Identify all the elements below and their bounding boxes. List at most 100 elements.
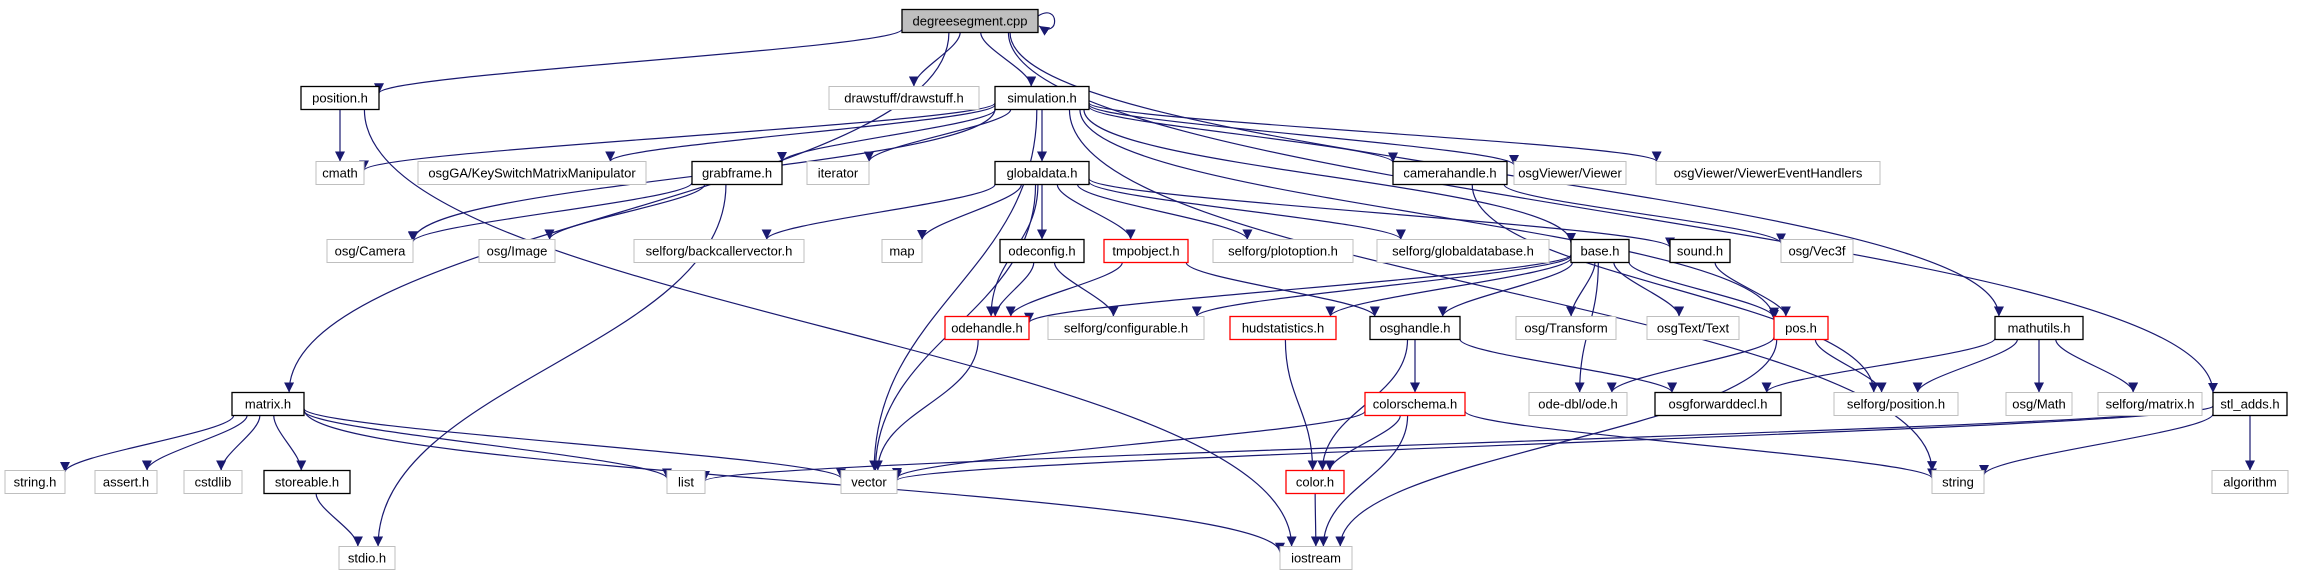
node-box <box>633 239 805 263</box>
node-mathutils-h[interactable]: mathutils.h <box>1994 315 2084 341</box>
node-box <box>944 315 1030 341</box>
node-label: string <box>1942 475 1974 490</box>
node-box <box>1528 392 1628 416</box>
node-camerahandle-h[interactable]: camerahandle.h <box>1392 160 1508 186</box>
node-label: selforg/position.h <box>1847 397 1945 412</box>
node-stl-adds-h[interactable]: stl_adds.h <box>2212 391 2288 417</box>
edge-base_h-to-odehandle_h <box>1024 254 1572 324</box>
node-hudstatistics-h[interactable]: hudstatistics.h <box>1229 315 1337 341</box>
node-box <box>1780 239 1854 263</box>
edge-matrix_h-to-list <box>303 410 672 479</box>
edge-simulation_h-to-cmath <box>359 102 996 171</box>
node-osg-Transform: osg/Transform <box>1515 316 1617 340</box>
edge-grabframe_h-to-osg_Camera <box>408 182 693 243</box>
node-pos-h[interactable]: pos.h <box>1773 315 1829 341</box>
node-label: osg/Transform <box>1524 321 1607 336</box>
node-map: map <box>881 239 923 263</box>
node-box <box>2097 392 2203 416</box>
edge-mathutils_h-to-selforg_matrix <box>2055 339 2139 393</box>
node-odeconfig-h[interactable]: odeconfig.h <box>999 238 1085 264</box>
node-box <box>1376 239 1550 263</box>
node-box <box>338 546 396 570</box>
node-simulation-h[interactable]: simulation.h <box>994 85 1090 111</box>
node-label: color.h <box>1296 475 1334 490</box>
node-storeable-h[interactable]: storeable.h <box>263 469 351 495</box>
node-label: mathutils.h <box>2008 321 2071 336</box>
node-cmath: cmath <box>315 161 365 185</box>
edge-simulation_h-to-base_h <box>1083 109 1576 244</box>
node-odehandle-h[interactable]: odehandle.h <box>944 315 1030 341</box>
edge-camerahandle_h-to-selforg_position <box>1471 184 1879 393</box>
node-box <box>691 160 783 186</box>
node-label: grabframe.h <box>702 166 772 181</box>
edge-odeconfig_h-to-odehandle_h <box>990 262 1035 317</box>
node-label: osgforwarddecl.h <box>1669 397 1768 412</box>
node-sound-h[interactable]: sound.h <box>1669 238 1731 264</box>
node-iostream: iostream <box>1279 546 1353 570</box>
node-matrix-h[interactable]: matrix.h <box>231 391 305 417</box>
node-grabframe-h[interactable]: grabframe.h <box>691 160 783 186</box>
node-globaldata-h[interactable]: globaldata.h <box>994 160 1090 186</box>
node-osgViewer-VEH: osgViewer/ViewerEventHandlers <box>1655 161 1881 185</box>
node-box <box>994 85 1090 111</box>
node-box <box>1646 316 1740 340</box>
node-label: hudstatistics.h <box>1242 321 1324 336</box>
node-label: simulation.h <box>1007 91 1076 106</box>
node-box <box>2005 392 2073 416</box>
node-label: vector <box>851 475 887 490</box>
node-box <box>315 161 365 185</box>
edge-matrix_h-to-storeable_h <box>273 415 307 471</box>
node-label: map <box>889 244 914 259</box>
node-stdio-h: stdio.h <box>338 546 396 570</box>
node-box <box>1279 546 1353 570</box>
edge-simulation_h-to-camerahandle_h <box>1088 106 1398 164</box>
node-box <box>1513 161 1627 185</box>
node-backcaller: selforg/backcallervector.h <box>633 239 805 263</box>
node-label: tmpobject.h <box>1112 244 1179 259</box>
edge-globaldata_h-to-plotoption <box>1076 184 1253 240</box>
edge-degreesegment-to-position_h <box>374 28 903 94</box>
node-box <box>478 239 556 263</box>
edge-matrix_h-to-cstdlib <box>216 415 261 471</box>
edge-simulation_h-to-osgViewer_Viewer <box>1088 104 1519 166</box>
node-tmpobject-h[interactable]: tmpobject.h <box>1103 238 1189 264</box>
node-label: osgText/Text <box>1657 321 1730 336</box>
node-box <box>1392 160 1508 186</box>
edge-stl_adds_h-to-vector <box>892 405 2214 481</box>
node-box <box>183 470 243 494</box>
edge-globaldata_h-to-map <box>917 184 1022 241</box>
node-osghandle-h[interactable]: osghandle.h <box>1369 315 1461 341</box>
node-box <box>326 239 414 263</box>
node-colorschema-h[interactable]: colorschema.h <box>1364 391 1466 417</box>
edge-globaldata_h-to-globaldatabase <box>1088 181 1406 241</box>
node-globaldatabase: selforg/globaldatabase.h <box>1376 239 1550 263</box>
node-label: osg/Math <box>2012 397 2065 412</box>
node-osgforwarddecl-h[interactable]: osgforwarddecl.h <box>1654 391 1782 417</box>
node-box <box>828 86 980 110</box>
node-box <box>666 470 706 494</box>
edge-sound_h-to-pos_h <box>1714 262 1791 317</box>
edge-degreesegment-to-simulation_h <box>980 32 1037 87</box>
node-label: odeconfig.h <box>1008 244 1075 259</box>
node-osgViewer-Viewer: osgViewer/Viewer <box>1513 161 1627 185</box>
edge-base_h-to-pos_h <box>1628 261 1779 318</box>
node-color-h[interactable]: color.h <box>1285 469 1345 495</box>
node-degreesegment[interactable]: degreesegment.cpp <box>901 8 1039 34</box>
node-label: pos.h <box>1785 321 1817 336</box>
node-selforg-position: selforg/position.h <box>1833 392 1959 416</box>
node-label: algorithm <box>2223 475 2276 490</box>
edge-matrix_h-to-vector <box>303 408 846 479</box>
edge-mathutils_h-to-selforg_position <box>1912 339 2018 393</box>
node-label: selforg/plotoption.h <box>1228 244 1338 259</box>
node-box <box>1994 315 2084 341</box>
node-box <box>1773 315 1829 341</box>
node-ode-dbl: ode-dbl/ode.h <box>1528 392 1628 416</box>
node-osgText-Text: osgText/Text <box>1646 316 1740 340</box>
node-box <box>1570 238 1630 264</box>
dependency-edges <box>60 12 2255 553</box>
edge-colorschema_h-to-vector <box>892 410 1366 479</box>
node-base-h[interactable]: base.h <box>1570 238 1630 264</box>
node-position-h[interactable]: position.h <box>300 85 380 111</box>
